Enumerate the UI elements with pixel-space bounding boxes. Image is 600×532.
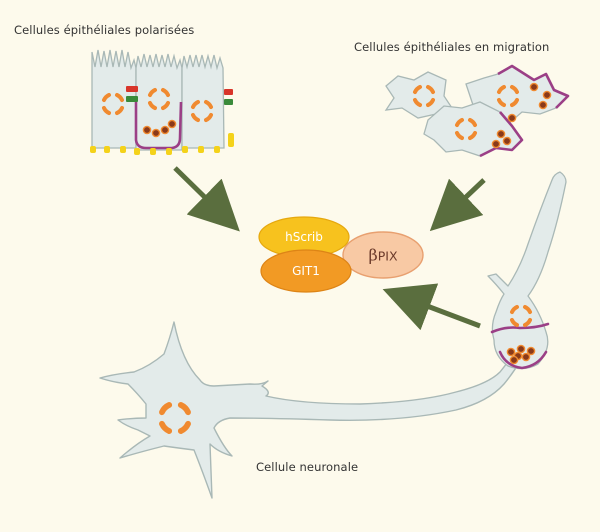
neuron-cell [99, 321, 523, 499]
growth-cone-membrane-lower [498, 350, 548, 370]
membrane-edge-right [497, 64, 570, 109]
epithelial-cell-right [181, 53, 225, 149]
label-bpix: βPIX [368, 246, 397, 265]
adhesion-yellow [134, 148, 140, 155]
adhesion-yellow [214, 146, 220, 153]
protein-complex [258, 216, 424, 293]
bpix-protein [342, 231, 424, 279]
membrane-edge-front [479, 111, 524, 158]
tight-junction-red [224, 89, 233, 95]
label-migrating-cells: Cellules épithéliales en migration [354, 40, 550, 54]
adhesion-yellow [198, 146, 204, 153]
label-hscrib: hScrib [285, 230, 323, 244]
arrow-from-neuron [382, 283, 481, 331]
label-neuronal-cell: Cellule neuronale [256, 460, 359, 474]
adhesion-yellow [120, 146, 126, 153]
neuron-body-and-axon [99, 321, 523, 499]
arrow-from-polarized [173, 166, 240, 232]
polarized-epithelial-cells [90, 49, 234, 155]
adhesion-yellow [90, 146, 96, 153]
neuron-growth-cone [487, 171, 567, 370]
adhesion-yellow [150, 148, 156, 155]
basolateral-membrane-marker [134, 96, 183, 150]
tight-junction-red [126, 86, 138, 92]
growth-cone-outline [487, 171, 567, 370]
migrating-epithelial-cells [384, 64, 570, 158]
adhesion-yellow [166, 148, 172, 155]
arrow-from-migrating [429, 178, 486, 232]
label-git1: GIT1 [292, 264, 320, 278]
adhesion-yellow [182, 146, 188, 153]
adhesion-yellow [104, 146, 110, 153]
growth-cone-membrane [490, 322, 550, 334]
label-bpix-text: PIX [377, 248, 398, 264]
tight-junction-green [126, 96, 138, 102]
tight-junction-green [224, 99, 233, 105]
label-bpix-greek: β [368, 245, 378, 265]
adhesion-yellow [228, 133, 234, 147]
label-polarized-cells: Cellules épithéliales polarisées [14, 23, 195, 37]
git1-protein [260, 249, 352, 293]
